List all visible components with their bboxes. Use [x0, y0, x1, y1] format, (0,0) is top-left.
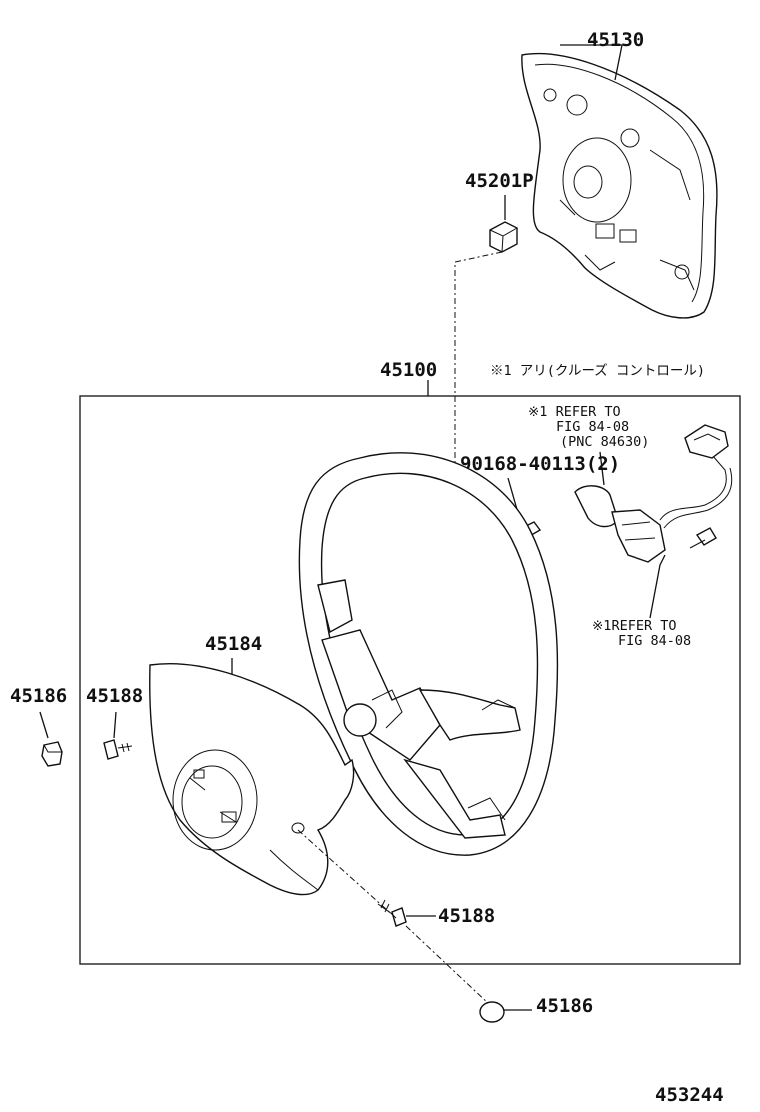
leader-refer-2 [649, 554, 666, 619]
cap-45186-bottom-drawing [479, 1001, 505, 1023]
part-number-45100: 45100 [380, 359, 437, 381]
screw-45188-bottom-drawing [377, 899, 407, 927]
leader-45188-left [113, 711, 117, 739]
refer-note-1-line2: FIG 84-08 [556, 419, 629, 435]
lower-cover-45184-drawing [149, 663, 355, 896]
cruise-control-switch-drawing [574, 424, 733, 563]
refer-note-1-line1: ※1 REFER TO [528, 404, 621, 420]
part-number-45188-bottom: 45188 [438, 905, 495, 927]
figure-number: 453244 [655, 1084, 724, 1106]
part-number-45188-left: 45188 [86, 685, 143, 707]
assembly-frame [79, 395, 741, 965]
nut-45201p-drawing [489, 221, 518, 253]
refer-note-2-line1: ※1REFER TO [592, 618, 676, 634]
part-number-45186-left: 45186 [10, 685, 67, 707]
cover-axis-line [297, 829, 491, 1006]
part-number-45186-bottom: 45186 [536, 995, 593, 1017]
airbag-pad-45130-drawing [521, 52, 718, 319]
leader-45130 [560, 44, 623, 81]
part-number-45201p: 45201P [465, 170, 534, 192]
steering-wheel-drawing [298, 452, 559, 856]
part-number-45184: 45184 [205, 633, 262, 655]
center-axis-line [454, 251, 503, 690]
cruise-control-note: ※1 アリ(クルーズ コントロール) [490, 363, 705, 379]
refer-note-1-line3: (PNC 84630) [560, 434, 649, 450]
screw-45188-left-drawing [103, 739, 133, 760]
part-number-90168: 90168-40113(2) [460, 453, 620, 475]
leader-45186-left [39, 711, 49, 739]
refer-note-2-line2: FIG 84-08 [618, 633, 691, 649]
part-number-45130: 45130 [587, 29, 644, 51]
clip-45186-left-drawing [41, 741, 63, 767]
leader-refer-1 [599, 451, 605, 486]
